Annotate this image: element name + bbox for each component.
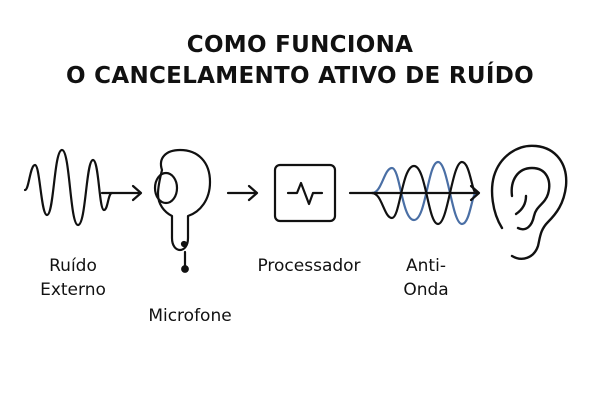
noise-wave-icon [23, 148, 114, 227]
label-external-noise: Ruído Externo [28, 254, 118, 302]
label-external-noise-line-1: Ruído [49, 256, 97, 276]
label-anti-wave-line-1: Anti- [406, 256, 446, 276]
title-line-1: COMO FUNCIONA [186, 32, 414, 58]
label-microphone: Microfone [148, 306, 232, 326]
ear-icon [490, 144, 568, 260]
arrow-mic-to-processor [226, 184, 259, 202]
label-anti-wave-line-2: Onda [403, 280, 449, 300]
arrow-noise-to-mic [100, 184, 143, 202]
title-line-2: O CANCELAMENTO ATIVO DE RUÍDO [66, 63, 534, 89]
label-processor: Processador [257, 256, 361, 276]
processor-chip-icon [273, 163, 337, 223]
label-external-noise-line-2: Externo [40, 280, 106, 300]
diagram-title: COMO FUNCIONA O CANCELAMENTO ATIVO DE RU… [0, 30, 600, 92]
earbud-icon [153, 148, 212, 273]
label-anti-wave: Anti- Onda [394, 254, 458, 302]
anti-wave-icon [348, 160, 481, 226]
